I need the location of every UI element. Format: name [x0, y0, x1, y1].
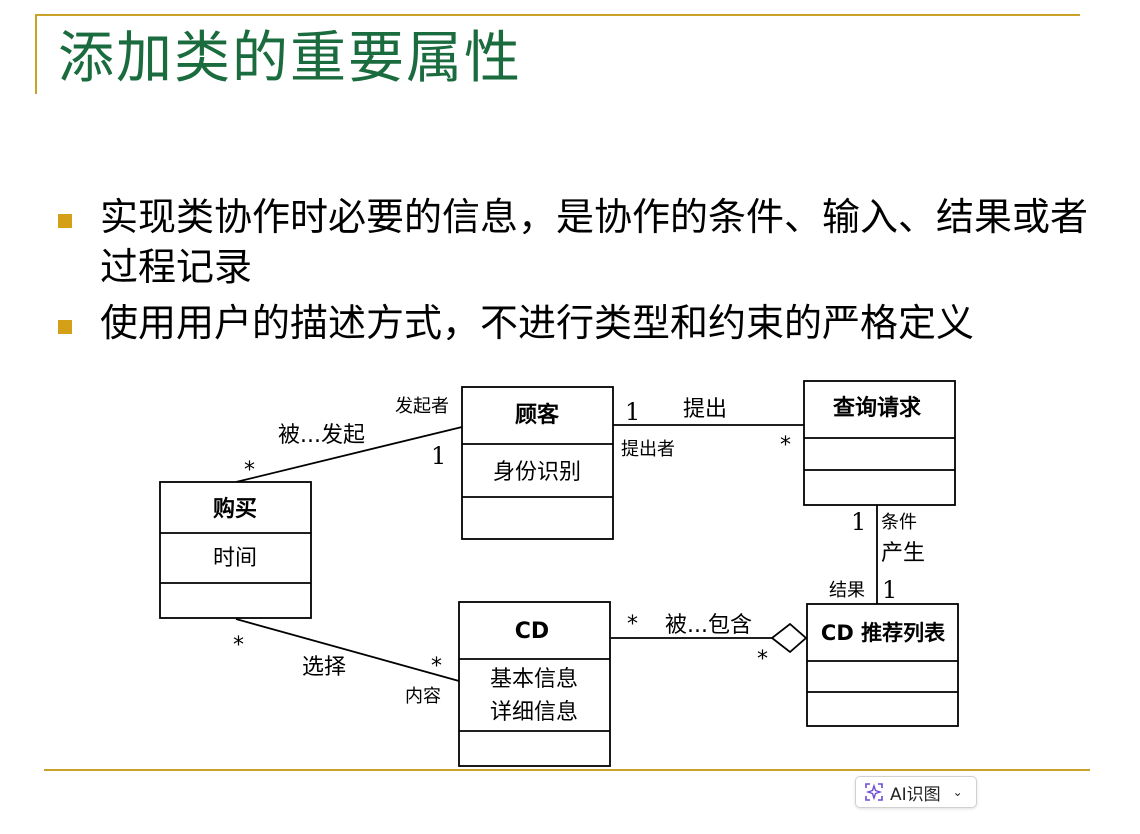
bullet-text: 使用用户的描述方式，不进行类型和约束的严格定义: [100, 301, 975, 345]
multiplicity: *: [233, 633, 244, 658]
multiplicity: 1: [431, 442, 446, 470]
class-cd-attr: 基本信息: [490, 667, 578, 692]
multiplicity: 1: [882, 576, 897, 604]
assoc-purchase-cd: [235, 618, 460, 682]
class-customer-name: 顾客: [515, 402, 560, 428]
bullet-square-icon: [58, 214, 72, 228]
assoc-label: 产生: [881, 541, 925, 566]
chevron-down-icon[interactable]: ⌄: [952, 785, 963, 799]
role-label: 结果: [829, 580, 865, 601]
bullet-item: 使用用户的描述方式，不进行类型和约束的严格定义: [58, 298, 1088, 348]
multiplicity: *: [757, 647, 768, 672]
multiplicity: *: [627, 612, 638, 637]
slide-title: 添加类的重要属性: [58, 26, 522, 91]
multiplicity: 1: [851, 508, 866, 536]
class-recommend: CD 推荐列表: [806, 603, 959, 727]
title-top-rule: [35, 14, 1080, 16]
role-label: 内容: [405, 686, 441, 707]
assoc-label: 被...发起: [278, 423, 365, 448]
class-customer-attr: 身份识别: [493, 460, 581, 485]
class-purchase: 购买 时间: [159, 481, 312, 619]
class-cd-name: CD: [515, 619, 549, 644]
class-purchase-name: 购买: [213, 496, 257, 522]
multiplicity: *: [244, 458, 255, 483]
multiplicity: *: [780, 433, 791, 458]
bottom-rule: [44, 769, 1090, 771]
role-label: 条件: [881, 512, 917, 533]
multiplicity: *: [431, 654, 442, 679]
class-query-name: 查询请求: [833, 395, 921, 421]
bullet-square-icon: [58, 320, 72, 334]
class-query: 查询请求: [803, 380, 956, 506]
bullet-text: 实现类协作时必要的信息，是协作的条件、输入、结果或者过程记录: [100, 195, 1089, 289]
bullet-list: 实现类协作时必要的信息，是协作的条件、输入、结果或者过程记录 使用用户的描述方式…: [58, 192, 1088, 354]
assoc-purchase-customer: [235, 426, 463, 483]
ai-button-label: AI识图: [890, 784, 941, 805]
bullet-item: 实现类协作时必要的信息，是协作的条件、输入、结果或者过程记录: [58, 192, 1088, 292]
class-cd: CD 基本信息 详细信息: [458, 601, 611, 767]
role-label: 发起者: [395, 396, 449, 417]
class-recommend-name: CD 推荐列表: [821, 621, 946, 645]
role-label: 提出者: [621, 439, 675, 460]
assoc-label: 选择: [302, 655, 346, 680]
sparkle-scan-icon: [865, 783, 883, 801]
aggregation-diamond-icon: [770, 622, 808, 654]
class-cd-attr: 详细信息: [490, 700, 578, 725]
multiplicity: 1: [625, 398, 640, 426]
title-left-rule: [35, 14, 37, 94]
ai-recognize-button[interactable]: AI识图 ⌄: [855, 776, 977, 808]
assoc-label: 提出: [683, 397, 727, 422]
class-customer: 顾客 身份识别: [461, 386, 614, 540]
assoc-label: 被...包含: [665, 613, 752, 638]
class-purchase-attr: 时间: [213, 546, 257, 571]
